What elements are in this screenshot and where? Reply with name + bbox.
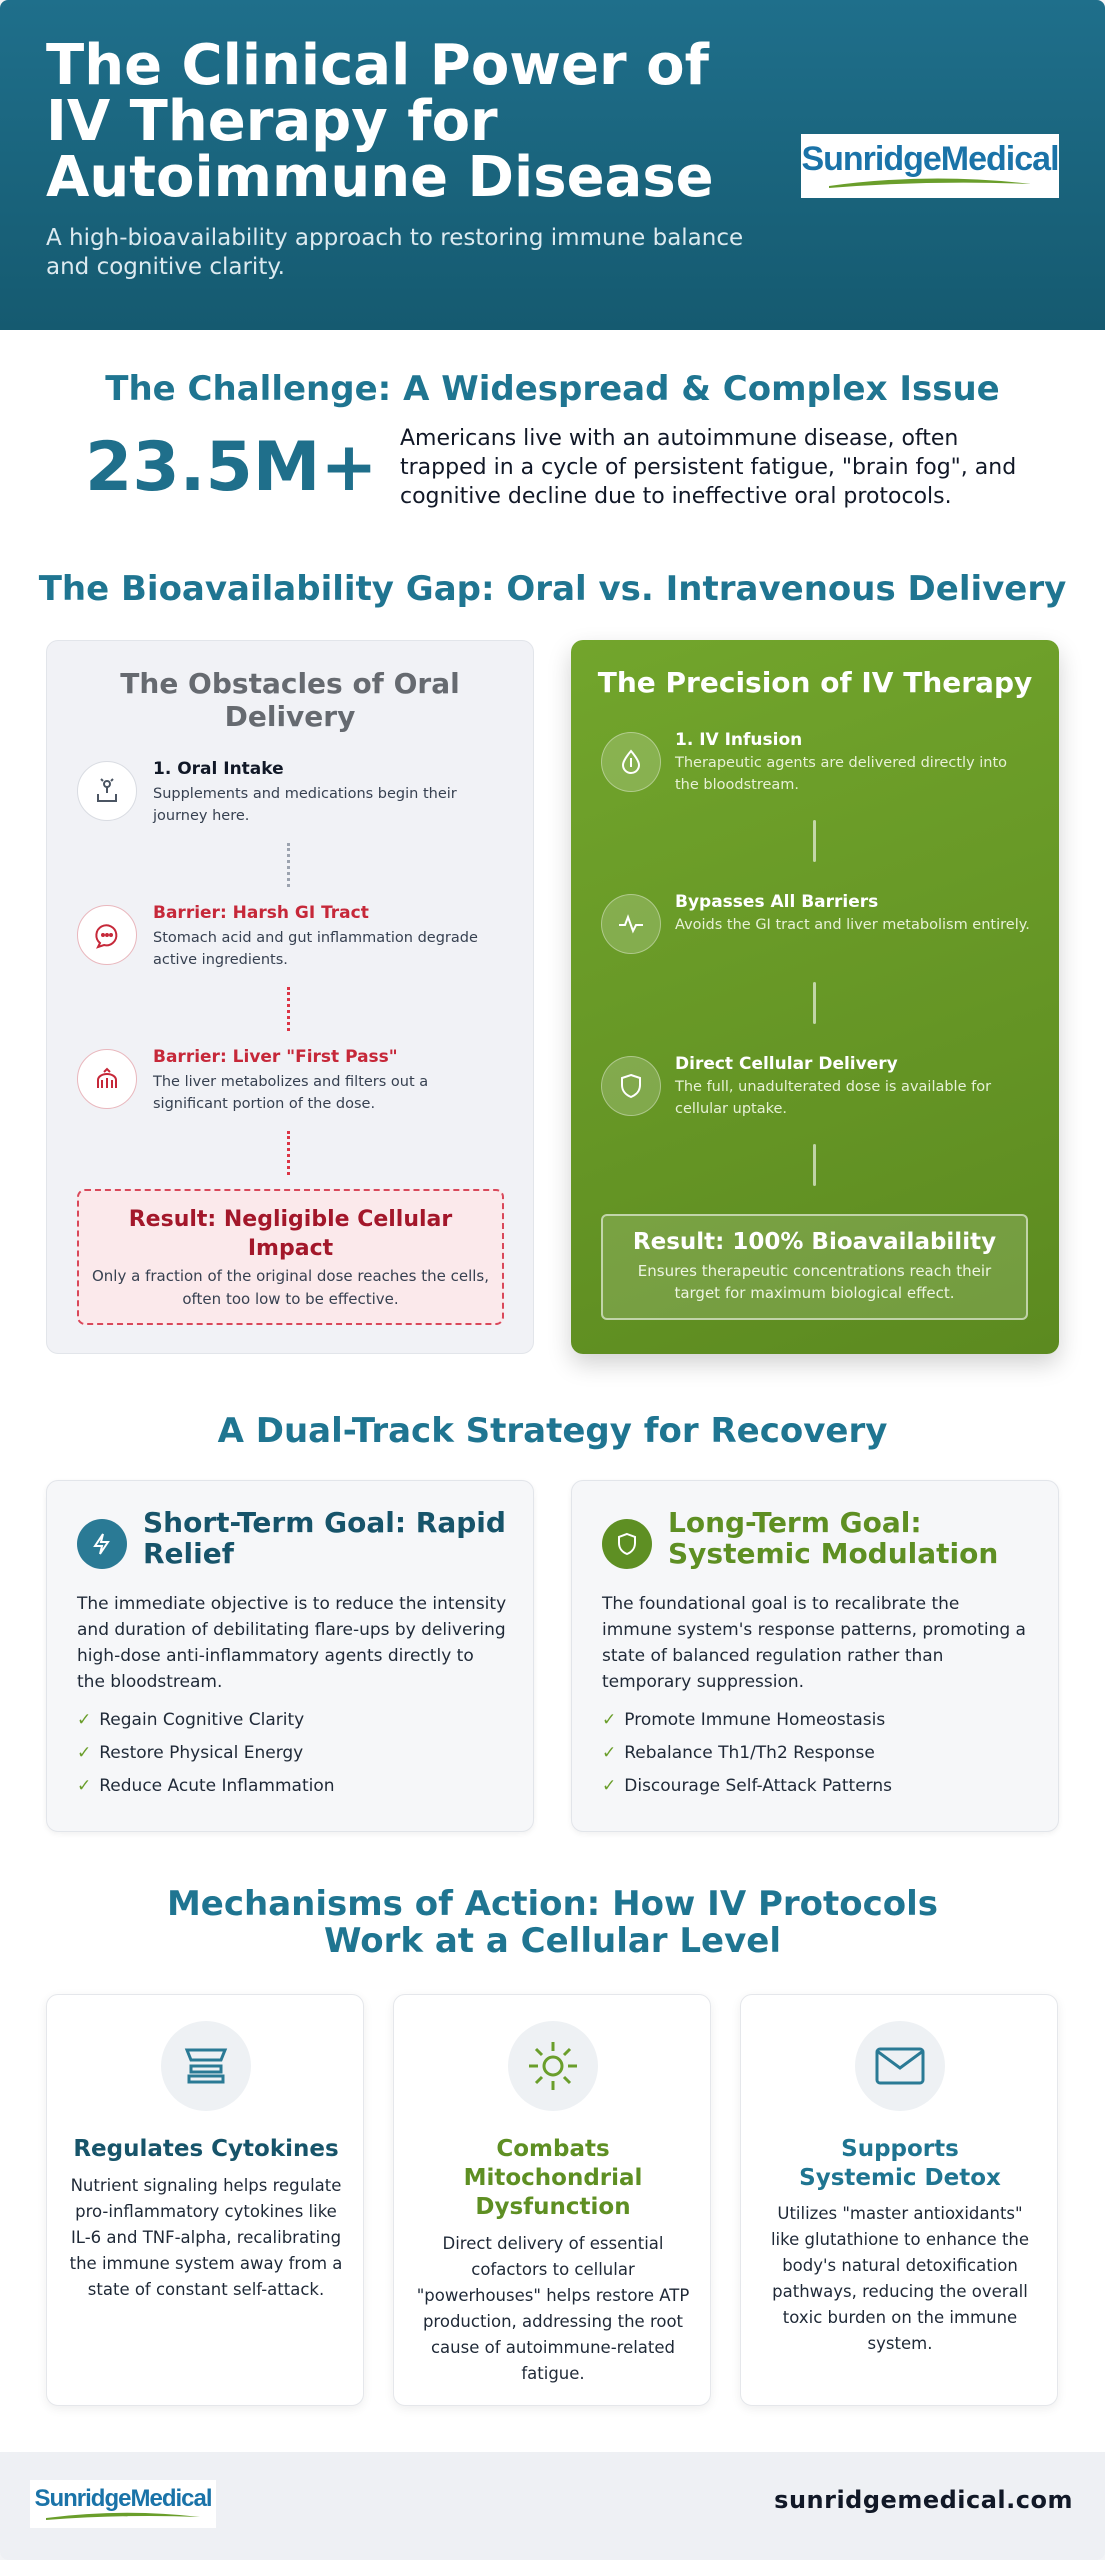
check-item: ✓Promote Immune Homeostasis xyxy=(602,1710,886,1730)
mechanism-card-mitochondria: Combats Mitochondrial Dysfunction Direct… xyxy=(393,1994,711,2406)
iv-card-title: The Precision of IV Therapy xyxy=(597,666,1033,699)
sun-icon xyxy=(508,2021,598,2111)
check-icon: ✓ xyxy=(77,1710,92,1730)
short-term-body: The immediate objective is to reduce the… xyxy=(77,1594,507,1692)
logo-swoosh-icon xyxy=(46,2512,200,2520)
check-icon: ✓ xyxy=(602,1743,617,1763)
long-term-goal-card: Long-Term Goal: Systemic Modulation The … xyxy=(571,1480,1059,1832)
oral-card-title: The Obstacles of Oral Delivery xyxy=(120,667,460,733)
envelope-icon xyxy=(855,2021,945,2111)
mechanisms-heading: Mechanisms of Action: How IV Protocols W… xyxy=(166,1884,939,1961)
check-icon: ✓ xyxy=(602,1776,617,1796)
footer-website-link[interactable]: sunridgemedical.com xyxy=(774,2486,1073,2514)
gap-heading: The Bioavailability Gap: Oral vs. Intrav… xyxy=(38,569,1067,609)
short-term-title: Short-Term Goal: Rapid Relief xyxy=(143,1506,506,1570)
mechanism-body: Utilizes "master antioxidants" like glut… xyxy=(770,2204,1030,2353)
iv-therapy-card: The Precision of IV Therapy 1. IV Infusi… xyxy=(571,640,1059,1354)
logo-swoosh-icon xyxy=(829,178,1031,188)
check-item: ✓Reduce Acute Inflammation xyxy=(77,1776,335,1796)
oral-step-desc: Stomach acid and gut inflammation degrad… xyxy=(153,930,478,968)
long-term-body: The foundational goal is to recalibrate … xyxy=(602,1594,1026,1692)
step-connector xyxy=(287,843,290,887)
iv-result-box: Result: 100% Bioavailability Ensures the… xyxy=(601,1214,1028,1320)
check-item: ✓Regain Cognitive Clarity xyxy=(77,1710,305,1730)
stomach-icon xyxy=(77,905,137,965)
mechanism-title: Combats Mitochondrial Dysfunction xyxy=(463,2136,643,2220)
pulse-icon xyxy=(601,894,661,954)
iv-step-desc: Avoids the GI tract and liver metabolism… xyxy=(675,917,1030,933)
footer: SunridgeMedical sunridgemedical.com xyxy=(0,2452,1105,2560)
oral-step-title: 1. Oral Intake xyxy=(153,759,284,779)
iv-step-desc: The full, unadulterated dose is availabl… xyxy=(675,1079,992,1117)
shield-icon xyxy=(602,1519,652,1569)
page-title: The Clinical Power of IV Therapy for Aut… xyxy=(46,33,714,210)
brand-logo: SunridgeMedical xyxy=(801,134,1060,198)
short-term-goal-card: Short-Term Goal: Rapid Relief The immedi… xyxy=(46,1480,534,1832)
check-icon: ✓ xyxy=(77,1776,92,1796)
oral-delivery-card: The Obstacles of Oral Delivery 1. Oral I… xyxy=(46,640,534,1354)
mechanism-body: Nutrient signaling helps regulate pro-in… xyxy=(69,2176,343,2299)
check-item: ✓Rebalance Th1/Th2 Response xyxy=(602,1743,875,1763)
footer-logo: SunridgeMedical xyxy=(30,2480,216,2528)
step-connector xyxy=(287,1131,290,1175)
strategy-heading: A Dual-Track Strategy for Recovery xyxy=(217,1411,888,1451)
step-connector xyxy=(287,987,290,1031)
check-item: ✓Discourage Self-Attack Patterns xyxy=(602,1776,892,1796)
check-icon: ✓ xyxy=(602,1710,617,1730)
liver-icon xyxy=(77,1049,137,1109)
check-item: ✓Restore Physical Energy xyxy=(77,1743,304,1763)
step-connector xyxy=(813,982,816,1024)
iv-step-title: Direct Cellular Delivery xyxy=(675,1054,898,1074)
check-icon: ✓ xyxy=(77,1743,92,1763)
drop-icon xyxy=(601,732,661,792)
iv-step-title: 1. IV Infusion xyxy=(675,730,803,750)
iv-step-title: Bypasses All Barriers xyxy=(675,892,879,912)
mechanism-body: Direct delivery of essential cofactors t… xyxy=(416,2234,690,2383)
challenge-heading: The Challenge: A Widespread & Complex Is… xyxy=(105,369,1000,409)
stat-description: Americans live with an autoimmune diseas… xyxy=(400,426,1017,509)
iv-result-desc: Ensures therapeutic concentrations reach… xyxy=(637,1262,992,1302)
oral-result-title: Result: Negligible Cellular Impact xyxy=(128,1207,453,1261)
oral-step-desc: Supplements and medications begin their … xyxy=(153,786,457,824)
long-term-title: Long-Term Goal: Systemic Modulation xyxy=(668,1506,999,1570)
shield-icon xyxy=(601,1056,661,1116)
sliders-icon xyxy=(161,2021,251,2111)
iv-result-title: Result: 100% Bioavailability xyxy=(632,1229,997,1255)
iv-step-desc: Therapeutic agents are delivered directl… xyxy=(675,755,1008,793)
page-subtitle: A high-bioavailability approach to resto… xyxy=(46,225,744,280)
mechanism-title: Supports Systemic Detox xyxy=(799,2136,1001,2191)
mechanism-card-detox: Supports Systemic Detox Utilizes "master… xyxy=(740,1994,1058,2406)
step-connector xyxy=(813,1144,816,1186)
step-connector xyxy=(813,820,816,862)
oral-step-title: Barrier: Liver "First Pass" xyxy=(153,1047,398,1067)
oral-step-title: Barrier: Harsh GI Tract xyxy=(153,903,369,923)
stat-value: 23.5M+ xyxy=(85,428,378,507)
lightning-icon xyxy=(77,1519,127,1569)
mechanism-card-cytokines: Regulates Cytokines Nutrient signaling h… xyxy=(46,1994,364,2406)
oral-step-desc: The liver metabolizes and filters out a … xyxy=(153,1074,429,1112)
hero-banner: The Clinical Power of IV Therapy for Aut… xyxy=(0,0,1105,330)
pill-bottle-icon xyxy=(77,761,137,821)
mechanism-title: Regulates Cytokines xyxy=(73,2136,339,2162)
oral-result-box: Result: Negligible Cellular Impact Only … xyxy=(77,1189,504,1325)
oral-result-desc: Only a fraction of the original dose rea… xyxy=(91,1267,490,1308)
